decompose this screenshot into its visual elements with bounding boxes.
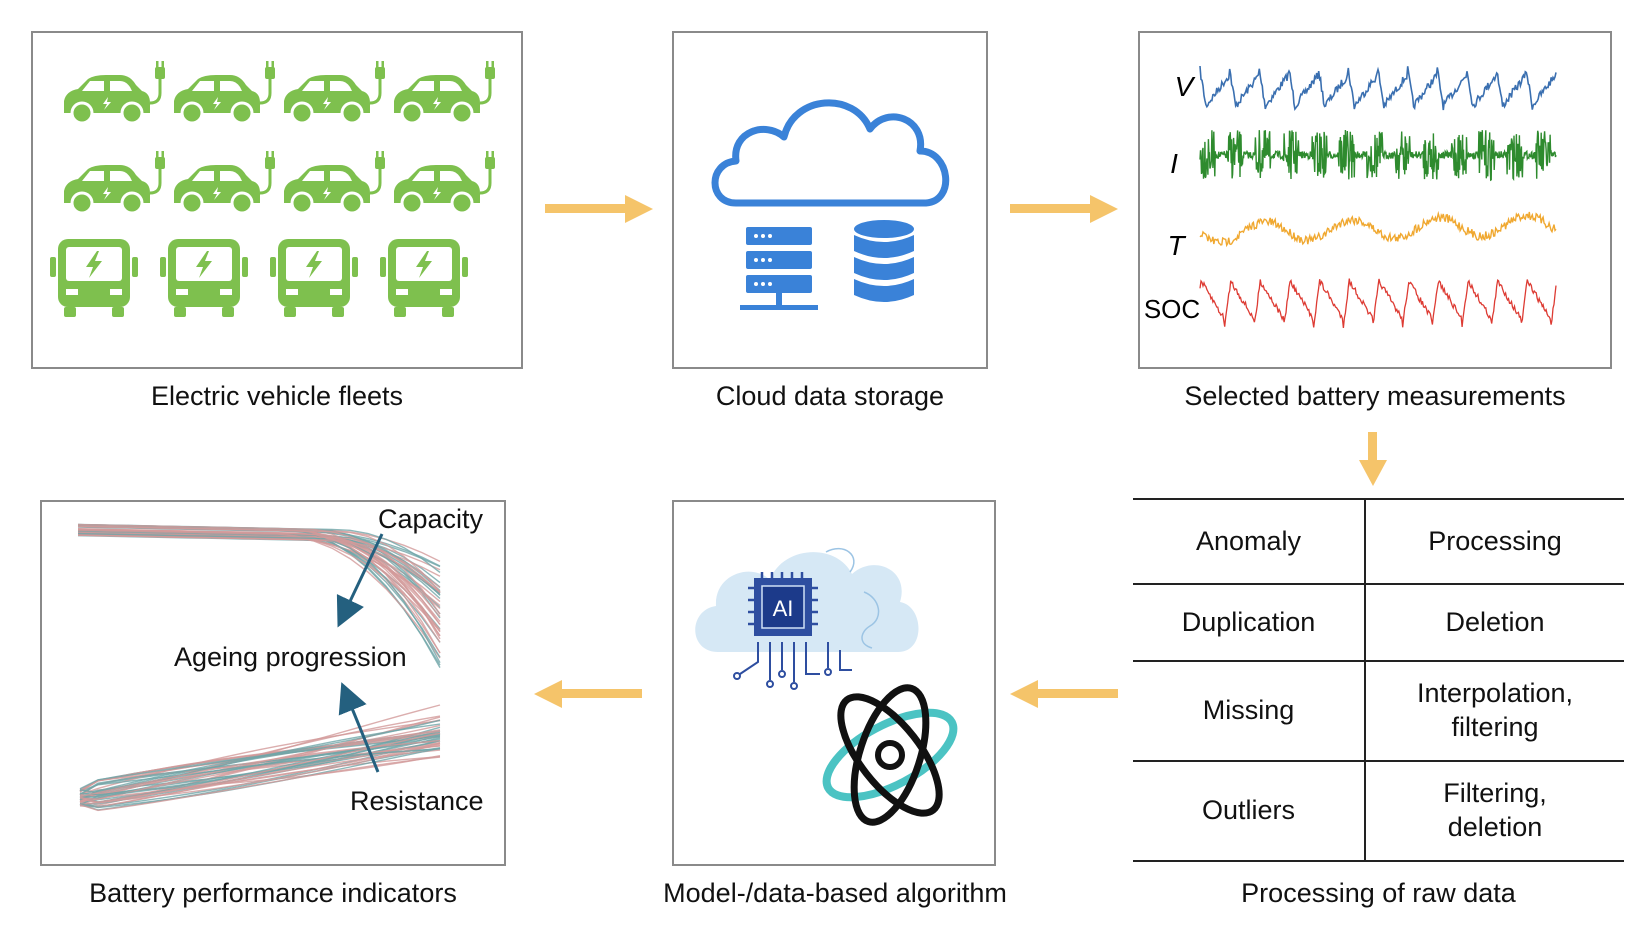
table-row: Anomaly Processing <box>1133 499 1624 584</box>
car-charging-icon <box>284 151 385 215</box>
temperature-trace <box>1199 210 1557 248</box>
car-charging-icon <box>174 151 275 215</box>
capacity-curve <box>77 534 441 640</box>
bus-charging-icon <box>380 239 468 317</box>
signal-label-i: I <box>1170 148 1178 179</box>
signal-label-soc: SOC <box>1144 294 1200 324</box>
degradation-curves <box>77 523 441 812</box>
processing-caption: Processing of raw data <box>1241 878 1516 908</box>
issue-cell: Outliers <box>1133 761 1366 861</box>
action-cell: Processing <box>1428 525 1562 556</box>
resistance-label: Resistance <box>350 786 484 816</box>
processing-table: Anomaly Processing Duplication Deletion … <box>1133 498 1624 862</box>
capacity-curve <box>77 523 441 594</box>
cloud-caption: Cloud data storage <box>715 381 945 411</box>
atom-icon <box>822 684 958 826</box>
measurements-panel: V I T SOC <box>1138 31 1612 369</box>
table-row: Outliers Filtering, deletion <box>1133 761 1624 861</box>
capacity-curve <box>77 528 441 643</box>
voltage-trace <box>1199 65 1557 112</box>
measurement-signals: V I T SOC <box>1144 65 1557 328</box>
algorithm-illustration: AI <box>695 547 958 826</box>
fleets-panel <box>31 31 523 369</box>
capacity-label: Capacity <box>378 504 484 534</box>
car-charging-icon <box>394 151 495 215</box>
chip-label: AI <box>773 596 794 621</box>
resistance-arrow <box>338 682 380 773</box>
resistance-curves <box>79 704 441 812</box>
bus-charging-icon <box>160 239 248 317</box>
issue-cell: Duplication <box>1133 584 1366 661</box>
arrow-left-icon <box>534 680 642 708</box>
action-cell: Filtering, deletion <box>1443 778 1547 842</box>
arrow-right-icon <box>1010 195 1118 223</box>
algorithm-caption: Model-/data-based algorithm <box>663 878 1007 908</box>
algorithm-panel: AI <box>672 500 996 866</box>
resistance-curve <box>79 743 441 806</box>
resistance-curve <box>79 719 441 790</box>
car-charging-icon <box>64 151 165 215</box>
bus-charging-icon <box>50 239 138 317</box>
car-charging-icon <box>174 61 275 125</box>
capacity-curve <box>77 532 441 664</box>
cloud-storage-illustration <box>711 99 950 310</box>
action-cell: Deletion <box>1445 606 1545 637</box>
fleets-caption: Electric vehicle fleets <box>150 381 404 411</box>
cloud-icon <box>711 99 950 207</box>
bus-charging-icon <box>270 239 358 317</box>
fleet-icons <box>50 61 495 317</box>
current-trace <box>1199 129 1557 182</box>
ai-cloud-chip-icon: AI <box>695 547 919 690</box>
cloud-panel <box>672 31 988 369</box>
signal-label-t: T <box>1167 230 1186 261</box>
capacity-curve <box>77 529 441 632</box>
capacity-curve <box>77 525 441 593</box>
resistance-curve <box>79 730 441 800</box>
arrow-down-icon <box>1359 432 1387 486</box>
indicators-caption: Battery performance indicators <box>89 878 457 908</box>
arrow-right-icon <box>545 195 653 223</box>
resistance-curve <box>79 739 441 798</box>
issue-cell: Missing <box>1133 661 1366 761</box>
capacity-arrow <box>336 533 384 628</box>
table-row: Duplication Deletion <box>1133 584 1624 661</box>
soc-trace <box>1199 278 1557 328</box>
car-charging-icon <box>64 61 165 125</box>
ageing-label: Ageing progression <box>174 642 407 672</box>
server-icon <box>740 227 818 310</box>
signal-label-v: V <box>1175 71 1196 102</box>
issue-cell: Anomaly <box>1133 499 1366 584</box>
car-charging-icon <box>394 61 495 125</box>
database-icon <box>854 220 914 302</box>
indicators-panel: Capacity Ageing progression Resistance <box>40 500 506 866</box>
arrow-left-icon <box>1010 680 1118 708</box>
resistance-curve <box>79 742 441 803</box>
car-charging-icon <box>284 61 385 125</box>
action-cell: Interpolation, filtering <box>1416 678 1574 742</box>
table-row: Missing Interpolation, filtering <box>1133 661 1624 761</box>
resistance-curve <box>79 756 441 812</box>
resistance-curve <box>79 729 441 793</box>
measurements-caption: Selected battery measurements <box>1184 381 1566 411</box>
